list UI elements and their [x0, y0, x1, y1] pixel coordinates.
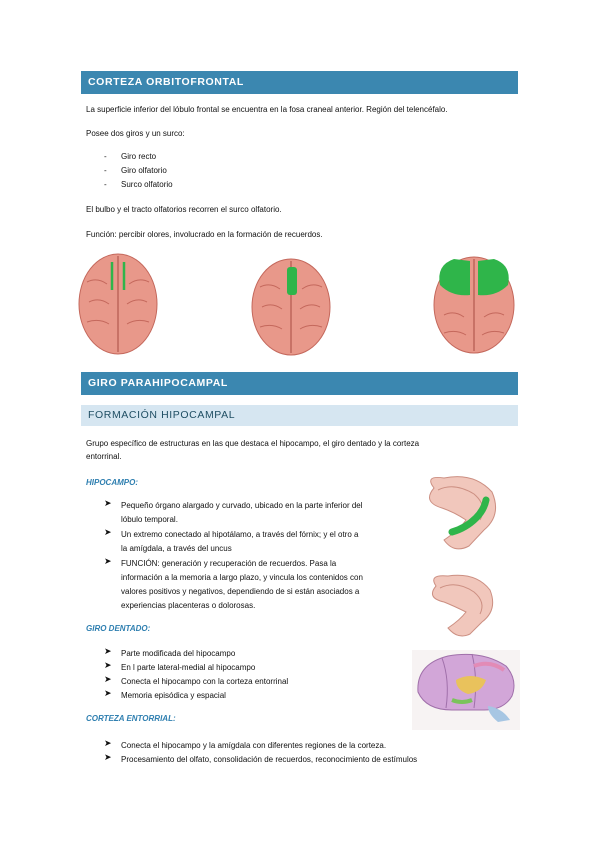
bullet-line: lóbulo temporal. — [121, 515, 178, 524]
bullet-dash: - — [104, 180, 107, 189]
subsection-title: FORMACIÓN HIPOCAMPAL — [88, 409, 236, 421]
arrow-bullet-icon: ➤ — [104, 674, 112, 684]
bullet-line: Parte modificada del hipocampo — [121, 649, 236, 658]
bullet-line: información a la memoria a largo plazo, … — [121, 573, 363, 582]
section-title: GIRO PARAHIPOCAMPAL — [88, 377, 228, 389]
paragraph-formacion-line1: Grupo específico de estructuras en las q… — [86, 439, 420, 448]
hippocampus-image-2 — [431, 574, 494, 637]
arrow-bullet-icon: ➤ — [104, 688, 112, 698]
subsection-header-formacion: FORMACIÓN HIPOCAMPAL — [81, 405, 518, 426]
arrow-bullet-icon: ➤ — [104, 646, 112, 656]
hippocampus-image-1 — [429, 476, 497, 550]
bullet-dash: - — [104, 152, 107, 161]
bullet-line: Memoria episódica y espacial — [121, 691, 226, 700]
heading-giro-dentado: GIRO DENTADO: — [86, 624, 151, 633]
arrow-bullet-icon: ➤ — [104, 498, 112, 508]
arrow-bullet-icon: ➤ — [104, 738, 112, 748]
bullet-line: Un extremo conectado al hipotálamo, a tr… — [121, 530, 359, 539]
bullet-line: la amígdala, a través del uncus — [121, 544, 232, 553]
brain-image-2 — [251, 258, 331, 356]
section-title: CORTEZA ORBITOFRONTAL — [88, 76, 244, 88]
section-header-parahipocampal: GIRO PARAHIPOCAMPAL — [81, 372, 518, 395]
brain-lateral-image — [412, 650, 520, 730]
bullet-line: experiencias placenteras o dolorosas. — [121, 601, 256, 610]
brain-image-3 — [433, 256, 515, 354]
bullet-line: Pequeño órgano alargado y curvado, ubica… — [121, 501, 363, 510]
section-header-orbitofrontal: CORTEZA ORBITOFRONTAL — [81, 71, 518, 94]
heading-hipocampo: HIPOCAMPO: — [86, 478, 138, 487]
arrow-bullet-icon: ➤ — [104, 752, 112, 762]
list-item: Giro olfatorio — [121, 166, 167, 175]
bullet-line: Procesamiento del olfato, consolidación … — [121, 755, 418, 764]
list-item: Giro recto — [121, 152, 157, 161]
bullet-line: valores positivos y negativos, dependien… — [121, 587, 360, 596]
paragraph-gyri-intro: Posee dos giros y un surco: — [86, 129, 185, 138]
bullet-line: FUNCIÓN: generación y recuperación de re… — [121, 559, 337, 568]
arrow-bullet-icon: ➤ — [104, 527, 112, 537]
bullet-line: Conecta el hipocampo y la amígdala con d… — [121, 741, 387, 750]
bullet-line: Conecta el hipocampo con la corteza ento… — [121, 677, 289, 686]
paragraph-intro: La superficie inferior del lóbulo fronta… — [86, 105, 448, 114]
paragraph-function: Función: percibir olores, involucrado en… — [86, 230, 323, 239]
heading-corteza-entorrial: CORTEZA ENTORRIAL: — [86, 714, 176, 723]
arrow-bullet-icon: ➤ — [104, 556, 112, 566]
brain-image-1 — [78, 253, 158, 355]
list-item: Surco olfatorio — [121, 180, 173, 189]
paragraph-formacion-line2: entorrinal. — [86, 452, 122, 461]
bullet-line: En l parte lateral-medial al hipocampo — [121, 663, 256, 672]
paragraph-bulb: El bulbo y el tracto olfatorios recorren… — [86, 205, 282, 214]
bullet-dash: - — [104, 166, 107, 175]
arrow-bullet-icon: ➤ — [104, 660, 112, 670]
